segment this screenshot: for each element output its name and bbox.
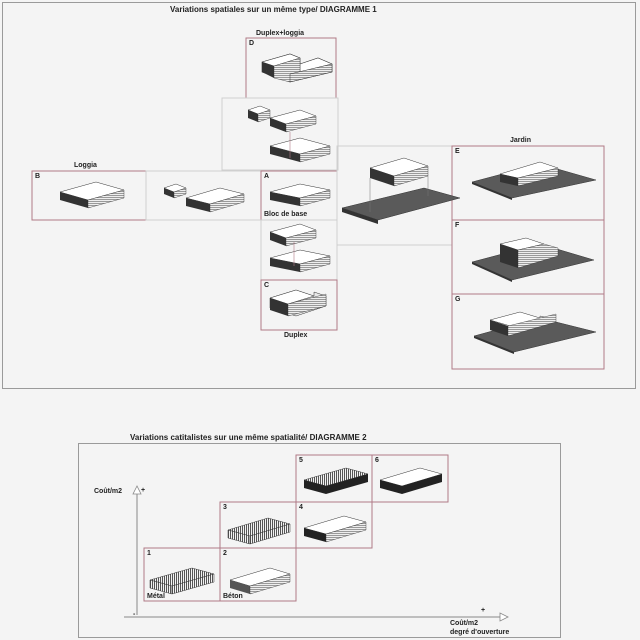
cell-A-label: Bloc de base <box>264 211 308 218</box>
block-C <box>269 289 327 317</box>
diagram1-frame <box>2 2 636 389</box>
diagram1-title: Variations spatiales sur un même type/ D… <box>170 5 377 14</box>
cell-2-label: Béton <box>223 593 243 600</box>
block-transition-right <box>341 157 461 224</box>
diagram2-title: Variations catitalistes sur une même spa… <box>130 433 367 442</box>
y-axis-plus: + <box>141 487 146 494</box>
block-D <box>261 53 333 83</box>
block-transition-top <box>247 105 331 163</box>
cell-2-number: 2 <box>223 550 227 557</box>
x-axis-label-line1: Coût/m2 <box>450 620 478 627</box>
diagram2-frame <box>78 443 561 638</box>
cell-D-letter: D <box>249 40 255 47</box>
block-F <box>471 237 595 282</box>
cell-6-number: 6 <box>375 457 379 464</box>
cell-5-number: 5 <box>299 457 303 464</box>
cell-1-number: 1 <box>147 550 151 557</box>
diagram2-cells <box>143 454 449 602</box>
cell-transition-top <box>221 97 339 171</box>
block-5 <box>303 467 369 494</box>
cell-B-letter: B <box>35 173 41 180</box>
block-4 <box>303 515 367 543</box>
diagram2-axes <box>124 485 509 622</box>
block-3 <box>227 517 291 545</box>
cell-6-frame <box>371 454 449 503</box>
cell-4-number: 4 <box>299 504 303 511</box>
block-E <box>471 161 597 200</box>
block-transition-bottom <box>269 223 331 273</box>
block-B <box>59 181 125 209</box>
block-transition-left <box>163 183 245 213</box>
x-axis-minus: - <box>133 611 136 618</box>
x-axis-label-line2: degré d'ouverture <box>450 629 510 636</box>
x-axis-plus: + <box>481 607 486 614</box>
cell-3-number: 3 <box>223 504 227 511</box>
block-6 <box>379 467 443 494</box>
cell-C-label: Duplex <box>284 332 308 339</box>
cell-E-label: Jardin <box>510 137 532 144</box>
cell-C-frame <box>260 279 338 331</box>
block-A <box>269 183 331 207</box>
cell-G-letter: G <box>455 296 461 303</box>
cell-E-letter: E <box>455 148 460 155</box>
y-axis-label: Coût/m2 <box>94 488 122 495</box>
cell-B-label: Loggia <box>74 162 97 169</box>
block-1-metal <box>149 567 215 595</box>
cell-F-letter: F <box>455 222 460 229</box>
cell-1-label: Métal <box>147 593 165 600</box>
block-G <box>473 311 597 354</box>
cell-A-letter: A <box>264 173 270 180</box>
diagram1-cells <box>31 37 605 370</box>
cell-C-letter: C <box>264 282 270 289</box>
cell-G-frame <box>451 293 605 370</box>
cell-D-label: Duplex+loggia <box>256 30 305 37</box>
block-2-beton <box>229 567 291 595</box>
